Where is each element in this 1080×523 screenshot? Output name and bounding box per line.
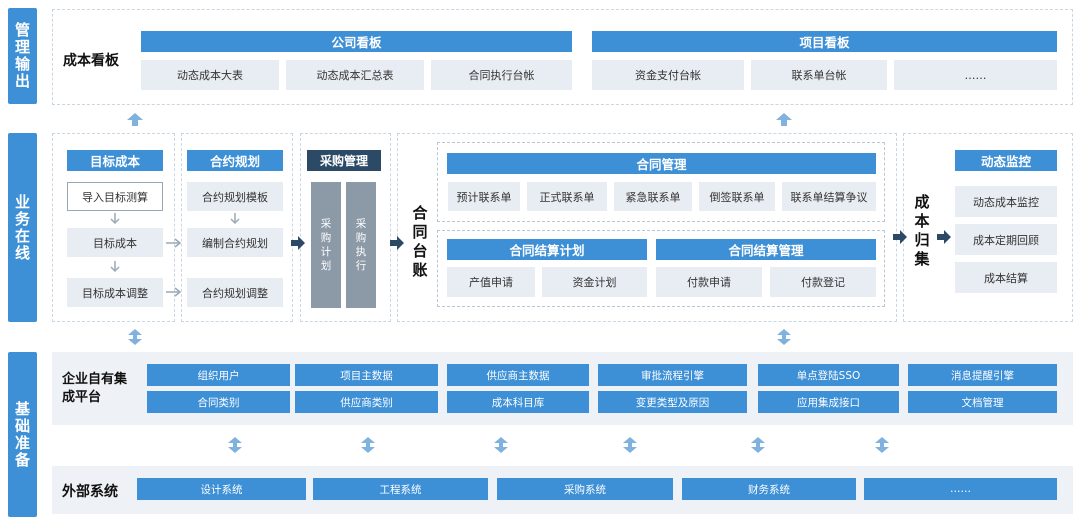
lane-foundation-label: 基础准备 — [14, 399, 30, 469]
lane-management-label: 管理输出 — [14, 21, 30, 90]
arrow-right-icon — [390, 236, 404, 250]
settle-plan-item: 资金计划 — [542, 267, 647, 297]
arrow-right-icon — [166, 287, 182, 297]
project-board-title: 项目看板 — [592, 31, 1057, 52]
target-cost-item: 导入目标测算 — [67, 182, 163, 211]
external-label: 外部系统 — [62, 484, 118, 500]
contract-ledger-label: 合同台账 — [412, 204, 428, 279]
company-board-item: 合同执行台帐 — [431, 60, 572, 90]
platform-item: 变更类型及原因 — [598, 391, 747, 413]
monitor-title: 动态监控 — [955, 150, 1057, 171]
platform-item: 供应商主数据 — [447, 364, 589, 386]
project-board-item: 资金支付台帐 — [592, 60, 744, 90]
contract-mgmt-item: 联系单结算争议 — [782, 182, 876, 211]
lane-foundation: 基础准备 — [8, 352, 37, 517]
mgmt-panel — [52, 9, 1073, 105]
lane-management: 管理输出 — [8, 8, 37, 104]
platform-item: 文档管理 — [908, 391, 1057, 413]
arrow-right-icon — [893, 230, 907, 244]
external-item: 采购系统 — [497, 478, 673, 500]
mgmt-label: 成本看板 — [63, 53, 119, 69]
cost-collection-label: 成本归集 — [914, 193, 930, 268]
arrow-up-down-icon — [751, 437, 765, 453]
external-item: …… — [864, 478, 1057, 500]
lane-business-label: 业务在线 — [14, 192, 30, 262]
procurement-plan-label: 采购计划 — [320, 218, 332, 272]
settle-mgmt-title: 合同结算管理 — [656, 239, 876, 260]
contract-mgmt-item: 预计联系单 — [448, 182, 520, 211]
external-item: 财务系统 — [682, 478, 856, 500]
settle-plan-item: 产值申请 — [447, 267, 535, 297]
arrow-up-icon — [127, 113, 143, 126]
settle-plan-title: 合同结算计划 — [447, 239, 647, 260]
arrow-up-down-icon — [361, 437, 375, 453]
monitor-item: 动态成本监控 — [955, 186, 1057, 217]
procurement-exec-bar: 采购执行 — [346, 182, 376, 308]
company-board-item: 动态成本大表 — [141, 60, 279, 90]
arrow-down-icon — [230, 213, 240, 225]
contract-plan-item: 编制合约规划 — [187, 228, 283, 257]
platform-item: 消息提醒引擎 — [908, 364, 1057, 386]
platform-item: 审批流程引擎 — [598, 364, 747, 386]
platform-item: 应用集成接口 — [758, 391, 899, 413]
contract-mgmt-item: 正式联系单 — [527, 182, 607, 211]
arrow-right-icon — [291, 236, 305, 250]
target-cost-item: 目标成本调整 — [67, 278, 163, 307]
target-cost-item: 目标成本 — [67, 228, 163, 257]
settle-mgmt-item: 付款申请 — [656, 267, 762, 297]
target-cost-title: 目标成本 — [67, 150, 163, 171]
platform-panel — [52, 352, 1073, 425]
external-item: 工程系统 — [313, 478, 488, 500]
contract-plan-item: 合约规划模板 — [187, 182, 283, 211]
platform-item: 单点登陆SSO — [758, 364, 899, 386]
platform-label: 企业自有集成平台 — [62, 372, 128, 405]
contract-plan-item: 合约规划调整 — [187, 278, 283, 307]
arrow-down-icon — [110, 213, 120, 225]
arrow-up-down-icon — [128, 329, 142, 345]
platform-item: 供应商类别 — [295, 391, 438, 413]
procurement-plan-bar: 采购计划 — [311, 182, 341, 308]
external-item: 设计系统 — [137, 478, 306, 500]
arrow-right-icon — [937, 230, 951, 244]
company-board-item: 动态成本汇总表 — [286, 60, 424, 90]
arrow-up-down-icon — [777, 329, 791, 345]
arrow-down-icon — [110, 261, 120, 273]
procurement-title: 采购管理 — [307, 150, 381, 171]
monitor-item: 成本定期回顾 — [955, 224, 1057, 255]
monitor-item: 成本结算 — [955, 262, 1057, 293]
lane-business: 业务在线 — [8, 133, 37, 322]
platform-item: 组织用户 — [147, 364, 290, 386]
platform-item: 成本科目库 — [447, 391, 589, 413]
contract-mgmt-title: 合同管理 — [447, 153, 876, 174]
company-board-title: 公司看板 — [141, 31, 572, 52]
project-board-item: …… — [894, 60, 1057, 90]
platform-item: 项目主数据 — [295, 364, 438, 386]
contract-mgmt-item: 紧急联系单 — [614, 182, 692, 211]
contract-mgmt-item: 倒签联系单 — [699, 182, 775, 211]
arrow-up-icon — [776, 113, 792, 126]
arrow-up-down-icon — [875, 437, 889, 453]
arrow-up-down-icon — [623, 437, 637, 453]
arrow-right-icon — [166, 238, 182, 248]
arrow-up-down-icon — [228, 437, 242, 453]
platform-item: 合同类别 — [147, 391, 290, 413]
arrow-up-down-icon — [494, 437, 508, 453]
settle-mgmt-item: 付款登记 — [770, 267, 876, 297]
contract-plan-title: 合约规划 — [187, 150, 283, 171]
procurement-exec-label: 采购执行 — [355, 218, 367, 272]
project-board-item: 联系单台帐 — [751, 60, 887, 90]
